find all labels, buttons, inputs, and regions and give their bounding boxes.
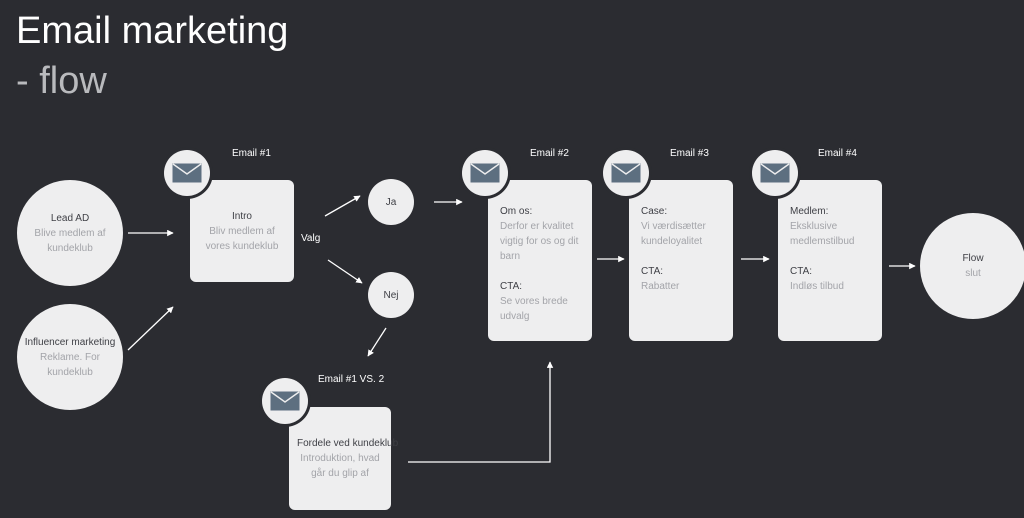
page-title: Email marketing (16, 10, 289, 52)
email3-description: Vi værdisætter kundeloyalitet (641, 221, 706, 247)
email1b-card: Fordele ved kundeklub Introduktion, hvad… (289, 407, 399, 510)
decision-label: Valg (301, 233, 321, 244)
no-label: Nej (383, 289, 399, 301)
email2-cta-title: CTA: (500, 281, 523, 292)
email1-card: Intro Bliv medlem af vores kundeklub (190, 180, 294, 282)
email4-cta-description: Indløs tilbud (790, 281, 844, 292)
email4-envelope-badge (752, 150, 798, 196)
envelope-icon (172, 163, 202, 183)
email3-envelope-badge (603, 150, 649, 196)
email2-title: Om os: (500, 206, 533, 217)
email4-card: Medlem: Eksklusive medlemstilbud CTA: In… (778, 180, 882, 341)
email4-label: Email #4 (818, 148, 857, 159)
email1-title: Intro (231, 210, 252, 222)
influencer-description: Reklame. For kundeklub (39, 351, 100, 378)
influencer-node: Influencer marketing Reklame. For kundek… (17, 304, 123, 410)
email2-cta-description: Se vores brede udvalg (500, 296, 568, 322)
lead-ad-title: Lead AD (50, 212, 90, 224)
flow-end-description: slut (965, 268, 981, 279)
email1b-title: Fordele ved kundeklub (297, 438, 399, 449)
email4-title: Medlem: (790, 206, 829, 217)
email1-envelope-badge (164, 150, 210, 196)
envelope-icon (270, 391, 300, 411)
email1b-label: Email #1 VS. 2 (318, 374, 385, 385)
email2-envelope-badge (462, 150, 508, 196)
email1b-description: Introduktion, hvad går du glip af (300, 453, 380, 479)
arrow-influencer-to-email1 (127, 306, 174, 351)
email3-card: Case: Vi værdisætter kundeloyalitet CTA:… (629, 180, 733, 341)
flow-end-title: Flow (962, 253, 984, 264)
email1-label: Email #1 (232, 148, 271, 159)
email2-description: Derfor er kvalitet vigtig for os og dit … (500, 221, 579, 262)
envelope-icon (760, 163, 790, 183)
email2-label: Email #2 (530, 148, 569, 159)
email1b-envelope-badge (262, 378, 308, 424)
yes-label: Ja (385, 196, 397, 208)
arrow-email1b-to-email2 (408, 361, 554, 463)
email4-description: Eksklusive medlemstilbud (790, 221, 855, 247)
arrow-valg-to-ja (324, 195, 361, 217)
envelope-icon (470, 163, 500, 183)
email3-cta-title: CTA: (641, 266, 664, 277)
flow-end-node: Flow slut (920, 213, 1024, 319)
lead-ad-description: Blive medlem af kundeklub (34, 227, 106, 254)
email4-cta-title: CTA: (790, 266, 813, 277)
page-subtitle: - flow (16, 60, 107, 102)
yes-node: Ja (368, 179, 414, 225)
influencer-title: Influencer marketing (24, 336, 116, 348)
envelope-icon (611, 163, 641, 183)
email3-label: Email #3 (670, 148, 709, 159)
email3-title: Case: (641, 206, 668, 217)
email2-card: Om os: Derfor er kvalitet vigtig for os … (488, 180, 592, 341)
arrow-nej-to-email1b (367, 327, 387, 357)
arrow-valg-to-nej (327, 259, 363, 284)
email3-cta-description: Rabatter (641, 281, 680, 292)
no-node: Nej (368, 272, 414, 318)
lead-ad-node: Lead AD Blive medlem af kundeklub (17, 180, 123, 286)
email1-description: Bliv medlem af vores kundeklub (205, 225, 279, 252)
